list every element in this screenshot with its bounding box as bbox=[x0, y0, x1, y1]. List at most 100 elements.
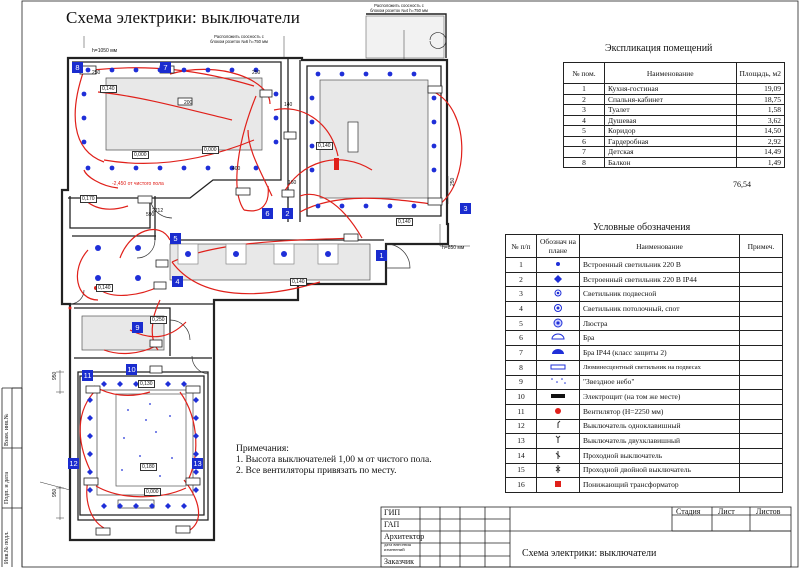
legend-symbol-icon bbox=[552, 348, 564, 354]
legend-note bbox=[739, 359, 783, 376]
switch-tag: 1 bbox=[376, 250, 387, 261]
switch-tag: 13 bbox=[192, 458, 203, 469]
switch-tag: 10 bbox=[126, 364, 137, 375]
legend-note bbox=[739, 374, 783, 391]
room-area: 14,50 bbox=[735, 125, 785, 137]
dimension-label: 160 bbox=[288, 180, 297, 186]
note-item: 1. Высота выключателей 1,00 м от чистого… bbox=[236, 455, 432, 465]
legend-note bbox=[739, 403, 783, 420]
star-light-icon bbox=[127, 409, 129, 411]
level-mark: 0,140 bbox=[396, 218, 413, 226]
dimension-label: 250 bbox=[92, 70, 101, 76]
legend-symbol-icon bbox=[557, 421, 561, 429]
dim-1050: h=1050 мм bbox=[92, 48, 118, 54]
level-mark: 0,170 bbox=[80, 195, 97, 203]
lamp-icon bbox=[229, 165, 235, 171]
level-mark: 0,140 bbox=[96, 284, 113, 292]
legend-symbol-icon bbox=[550, 364, 566, 370]
expl-header-no: № пом. bbox=[563, 62, 605, 84]
lamp-icon bbox=[273, 91, 279, 97]
switch-tag: 7 bbox=[160, 62, 171, 73]
lamp-icon bbox=[87, 451, 93, 457]
switch-tag: 9 bbox=[132, 322, 143, 333]
legend-title: Условные обозначения bbox=[593, 222, 691, 233]
legend-symbol-icon bbox=[555, 435, 561, 444]
dimension-label: 400 bbox=[232, 166, 241, 172]
explication-total: 76,54 bbox=[733, 180, 751, 189]
fixture bbox=[347, 121, 359, 153]
top-note-left: Расположить соосность с блоком розеток №… bbox=[210, 34, 268, 44]
room-number: 6 bbox=[563, 135, 605, 147]
level-mark: 0,000 bbox=[132, 151, 149, 159]
level-mark: 0,140 bbox=[290, 278, 307, 286]
lamp-icon bbox=[81, 139, 87, 145]
legend-note bbox=[739, 433, 783, 449]
lamp-icon bbox=[81, 91, 87, 97]
level-mark: 0,180 bbox=[140, 463, 157, 471]
lamp-icon bbox=[133, 165, 139, 171]
lamp-icon bbox=[87, 397, 93, 403]
stamp-role-client: Заказчик bbox=[384, 557, 415, 566]
lamp-symbols bbox=[81, 67, 437, 509]
explication-title: Экспликация помещений bbox=[605, 43, 713, 54]
legend-note bbox=[739, 330, 783, 347]
lamp-icon bbox=[309, 119, 315, 125]
star-light-icon bbox=[121, 469, 123, 471]
switch-tag: 5 bbox=[170, 233, 181, 244]
dimension-label: 590 bbox=[146, 212, 155, 218]
level-mark: 0,130 bbox=[138, 380, 155, 388]
legend-note bbox=[739, 286, 783, 303]
room-area: 2,92 bbox=[735, 135, 785, 147]
star-light-icon bbox=[155, 431, 157, 433]
lamp-icon bbox=[229, 67, 235, 73]
level-mark: 0,250 bbox=[150, 316, 167, 324]
legend-symbol-icon bbox=[554, 289, 562, 297]
lamp-icon bbox=[181, 503, 187, 509]
inner-walls bbox=[68, 58, 442, 521]
lamp-icon bbox=[133, 381, 139, 387]
star-light-icon bbox=[123, 437, 125, 439]
level-mark: 0,000 bbox=[144, 488, 161, 496]
expl-header-area: Площадь, м2 bbox=[735, 62, 785, 84]
lamp-icon bbox=[387, 71, 393, 77]
stamp-role-gap: ГАП bbox=[384, 520, 400, 529]
switch-tag: 8 bbox=[72, 62, 83, 73]
lamp-icon bbox=[87, 415, 93, 421]
legend-note bbox=[739, 315, 783, 332]
lamp-icon bbox=[81, 115, 87, 121]
outer-walls bbox=[60, 56, 450, 542]
star-light-icon bbox=[139, 455, 141, 457]
legend-symbol-icon bbox=[556, 261, 560, 266]
legend-symbol-icon bbox=[554, 274, 562, 283]
lamp-icon bbox=[117, 503, 123, 509]
level-mark: 0,000 bbox=[202, 146, 219, 154]
lamp-icon bbox=[85, 165, 91, 171]
lamp-icon bbox=[315, 71, 321, 77]
legend-row: 9"Звездное небо" bbox=[505, 374, 783, 391]
lamp-icon bbox=[315, 203, 321, 209]
legend-symbol-icon bbox=[551, 378, 566, 385]
legend-symbol bbox=[536, 389, 580, 405]
stamp-col-sheets: Листов bbox=[756, 507, 781, 516]
lamp-icon bbox=[87, 487, 93, 493]
lamp-icon bbox=[273, 115, 279, 121]
star-light-icon bbox=[159, 475, 161, 477]
stamp-col-sheet: Лист bbox=[718, 507, 735, 516]
switch-tag: 3 bbox=[460, 203, 471, 214]
top-note-right: Расположить соосность с блоком розеток №… bbox=[370, 3, 428, 13]
lamp-icon bbox=[193, 415, 199, 421]
legend-name: Люминесцентный светильник на подвесах bbox=[579, 359, 740, 376]
room-number: 7 bbox=[563, 146, 605, 158]
lamp-icon bbox=[339, 71, 345, 77]
